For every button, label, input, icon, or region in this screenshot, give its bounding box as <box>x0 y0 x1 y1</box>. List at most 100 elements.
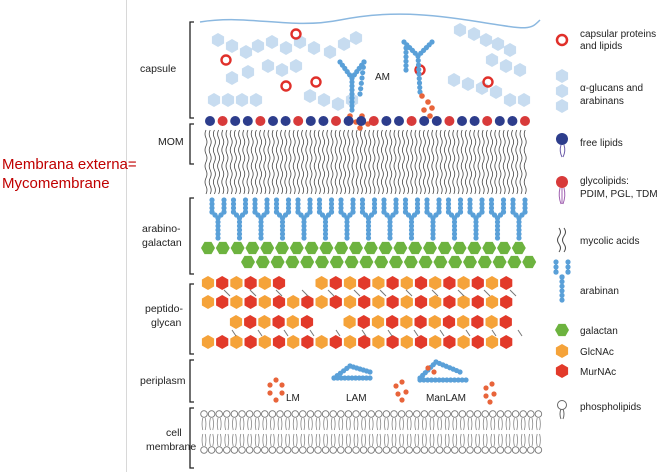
free-lipid-head <box>205 116 215 126</box>
arabinan-bead <box>360 64 366 70</box>
arabinan-bead <box>349 83 355 89</box>
free-lipid-head <box>419 116 430 126</box>
mycolic-acid <box>246 129 250 195</box>
arabinan-bead <box>365 223 372 229</box>
glucan-hexagon <box>249 93 263 107</box>
arabinan-bead <box>273 201 280 207</box>
arabinan-bead <box>242 197 249 203</box>
arabinan-bead <box>432 377 438 383</box>
arabinan-bead <box>236 219 243 225</box>
murnac-hexagon <box>499 315 512 329</box>
mycolic-acid <box>250 129 254 195</box>
phospholipid-head <box>390 446 398 454</box>
label-peptidoglycan-2: glycan <box>151 317 182 329</box>
phospholipid-head <box>481 446 489 454</box>
arabinan-bead <box>264 205 270 211</box>
mycolic-acid <box>330 129 334 195</box>
phospholipid-tail <box>346 433 351 447</box>
arabinan-bead <box>416 66 422 73</box>
arabinan-bead <box>451 219 458 225</box>
phospholipid-tail <box>391 417 397 431</box>
arabinan-bead <box>381 205 387 211</box>
phospholipid-head <box>200 446 208 454</box>
peptide-crosslink <box>387 329 393 337</box>
phospholipid-head <box>306 410 315 418</box>
glcnac-hexagon <box>429 276 442 290</box>
phospholipid-tail <box>285 433 290 447</box>
arabinan-bead <box>415 53 421 59</box>
mannose-cap <box>425 365 431 371</box>
arabinan-bead <box>494 219 501 225</box>
murnac-hexagon <box>386 315 399 329</box>
mycolic-acid <box>322 129 325 195</box>
arabinan-bead <box>322 235 329 241</box>
phospholipid-tail <box>224 417 230 431</box>
arabinan-bead <box>403 63 409 69</box>
arabinan-bead <box>230 201 237 207</box>
lm-mannose <box>279 390 285 396</box>
glcnac-hexagon <box>372 335 385 349</box>
arabinan-bead <box>402 197 409 203</box>
phospholipid-head <box>337 446 345 454</box>
mycolic-acid <box>473 129 477 195</box>
peptide-crosslink <box>301 289 309 297</box>
arabinan-bead <box>349 103 355 109</box>
arabinan-bead <box>349 91 355 97</box>
glcnac-hexagon <box>315 295 328 309</box>
phospholipid-tail <box>391 433 397 447</box>
glycolipid-head <box>520 116 530 126</box>
phospholipid-tail <box>414 433 420 447</box>
arabinan-bead <box>565 259 571 265</box>
glcnac-hexagon <box>485 335 499 349</box>
arabinan-bead <box>436 377 442 383</box>
mycolic-acid <box>406 129 409 195</box>
mycolic-acid <box>519 129 523 195</box>
arabinan-bead <box>236 215 243 221</box>
mycolic-acid <box>389 129 393 195</box>
legend-glucan-hexagon <box>555 69 569 83</box>
arabinan-bead <box>430 223 436 229</box>
phospholipid-tail <box>467 433 473 447</box>
arabinan-bead <box>363 375 369 381</box>
arabinan-bead <box>215 215 221 221</box>
glcnac-hexagon <box>457 295 470 309</box>
arabinan-bead <box>415 57 421 64</box>
murnac-hexagon <box>443 276 456 290</box>
mycolic-acid <box>507 129 510 195</box>
arabinan-bead <box>301 219 307 225</box>
arabinan-bead <box>349 79 355 85</box>
phospholipid-tail <box>247 433 252 447</box>
glycolipid-head <box>406 116 417 126</box>
phospholipid-head <box>473 410 482 418</box>
arabinan-bead <box>301 227 307 233</box>
arabinan-bead <box>273 197 280 203</box>
mycolic-acid <box>427 129 430 195</box>
free-lipid-head <box>305 116 316 126</box>
arabinan-bead <box>408 235 415 241</box>
phospholipid-tail <box>209 433 214 447</box>
glycolipid-head <box>217 116 228 126</box>
murnac-hexagon <box>471 335 484 349</box>
murnac-hexagon <box>301 295 314 309</box>
galactan-hexagon <box>378 241 393 255</box>
peptide-crosslink <box>231 329 237 337</box>
arabinan-bead <box>457 197 464 203</box>
arabinan-bead <box>344 219 350 225</box>
label-peptidoglycan-1: peptido- <box>145 303 183 315</box>
arabinan-bead <box>215 235 221 241</box>
galactan-hexagon <box>448 255 463 269</box>
arabinan-bead <box>381 201 387 207</box>
arabinan-bead <box>344 235 350 241</box>
phospholipid-head <box>276 446 284 454</box>
glcnac-hexagon <box>400 335 413 349</box>
arabinan-bead <box>416 75 422 82</box>
arabinan-bead <box>307 201 313 207</box>
glcnac-hexagon <box>229 315 243 329</box>
mycolic-acid <box>225 129 229 195</box>
arabinan-bead <box>295 197 301 203</box>
glucan-hexagon <box>265 35 279 49</box>
glcnac-hexagon <box>343 276 357 290</box>
arabinan-bead <box>559 283 565 289</box>
phospholipid-head <box>496 446 505 454</box>
arabinan-bead <box>279 219 286 225</box>
